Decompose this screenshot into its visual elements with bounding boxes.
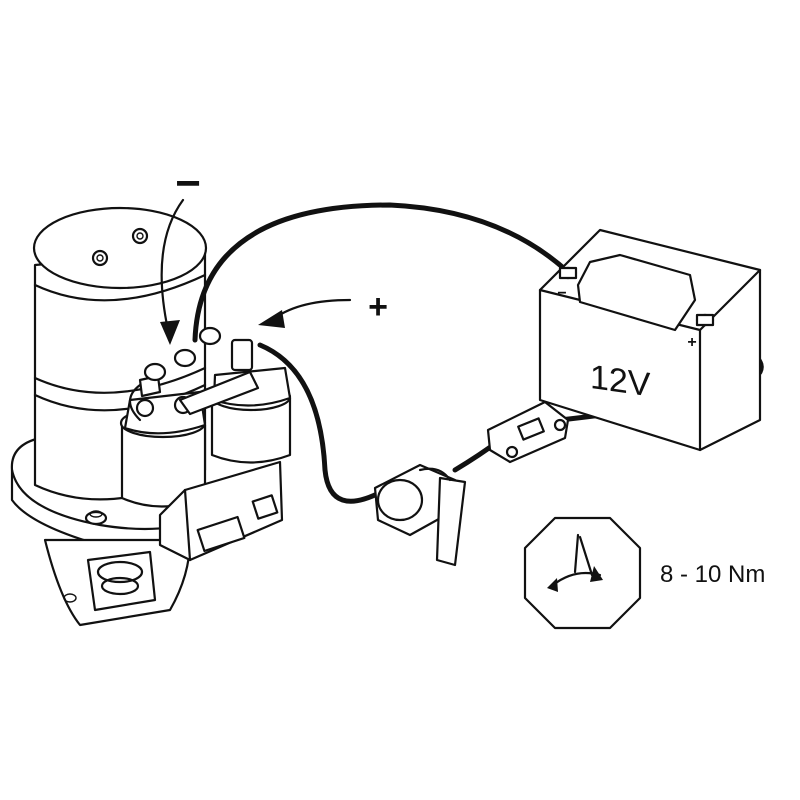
torque-wrench-icon	[523, 516, 642, 630]
torque-label: 8 - 10 Nm	[660, 561, 765, 588]
connection-fittings	[128, 326, 222, 422]
positive-label: +	[368, 288, 388, 326]
battery	[538, 228, 762, 452]
battery-voltage-label: 12V	[590, 358, 651, 404]
fuse-holder	[486, 400, 570, 464]
positive-cable-to-switch	[257, 342, 388, 504]
positive-arrow	[258, 298, 352, 328]
negative-arrow	[160, 198, 185, 345]
solenoid-right	[178, 338, 292, 464]
terminal-block	[158, 460, 284, 562]
battery-main-switch	[373, 463, 467, 567]
battery-plus-label: +	[687, 334, 696, 351]
negative-cable	[192, 202, 571, 343]
negative-label: −	[175, 159, 201, 208]
battery-minus-label: −	[557, 285, 566, 302]
